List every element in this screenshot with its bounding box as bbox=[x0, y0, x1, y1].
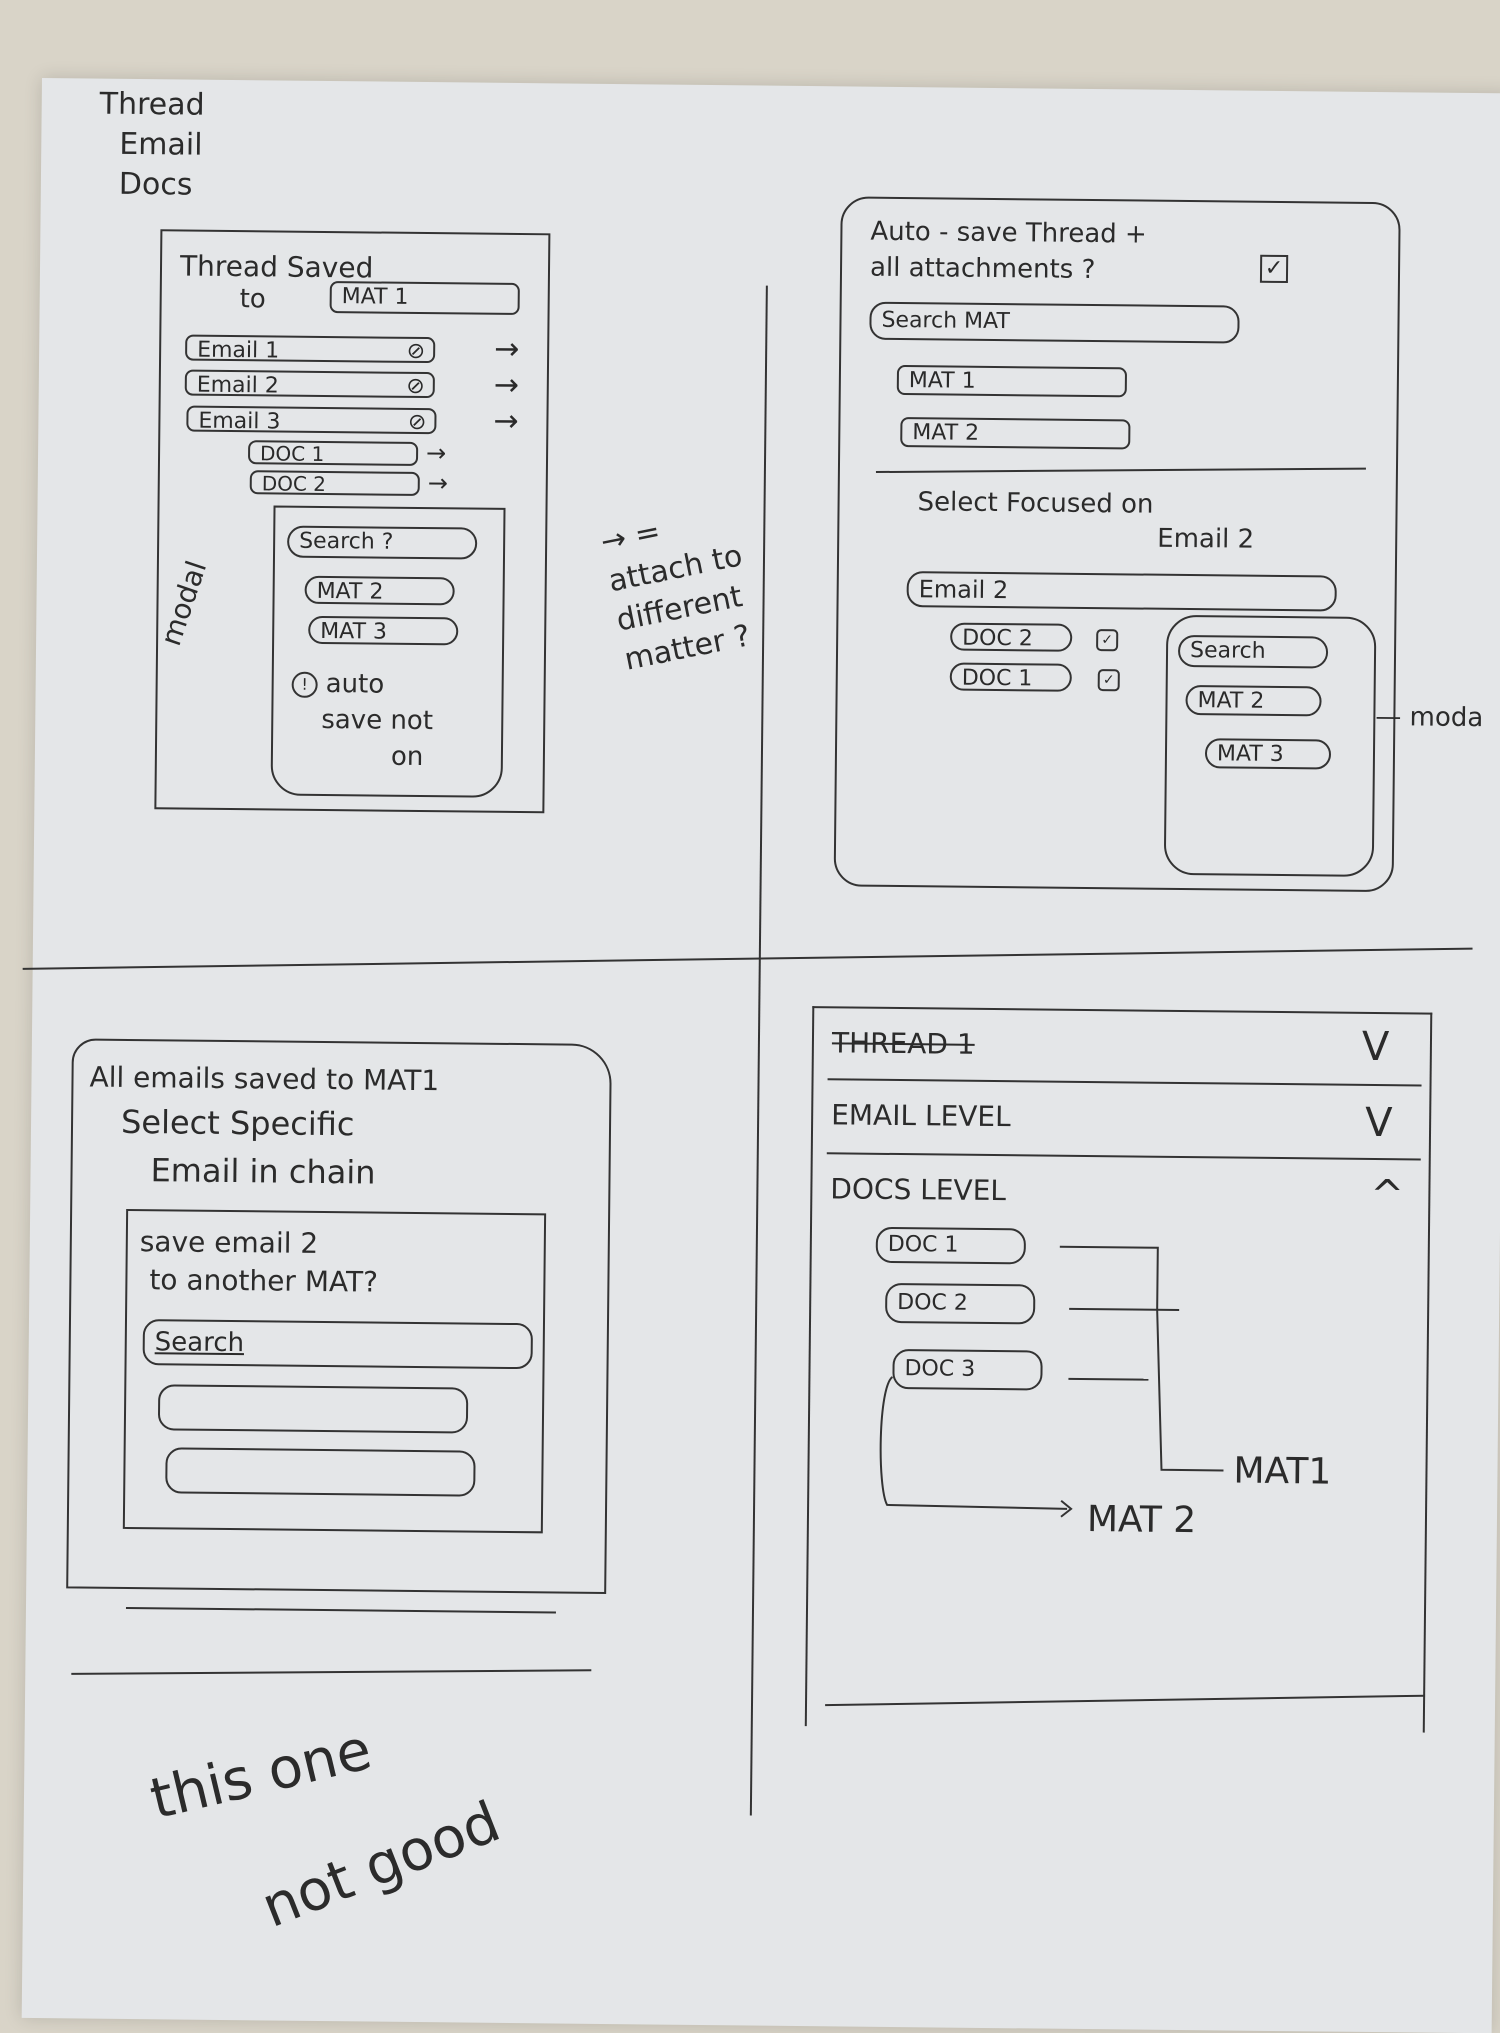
paper-sheet: Thread Email Docs Thread Saved to MAT 1 … bbox=[21, 78, 1500, 2033]
sketch4-connectors bbox=[879, 1245, 1224, 1518]
sketch4-target-matter: MAT1 bbox=[1233, 1450, 1332, 1493]
sketch4-target-matter: MAT 2 bbox=[1086, 1499, 1197, 1542]
